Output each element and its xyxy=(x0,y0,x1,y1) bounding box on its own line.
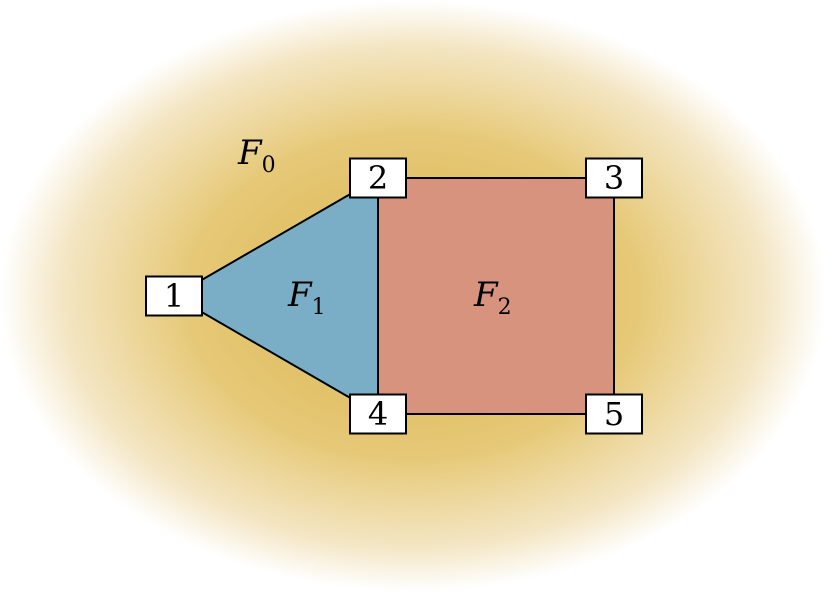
node-box xyxy=(145,275,203,317)
node-1: 1 xyxy=(145,275,203,317)
face-label-f1: F1 xyxy=(287,275,326,320)
node-label: 4 xyxy=(368,395,388,433)
node-label: 2 xyxy=(368,159,388,197)
node-2: 2 xyxy=(349,157,407,199)
node-box xyxy=(585,393,643,435)
node-label: 3 xyxy=(604,159,624,197)
face-f2 xyxy=(377,177,615,415)
node-box xyxy=(349,393,407,435)
node-label: 1 xyxy=(164,277,184,315)
node-box xyxy=(349,157,407,199)
face-label-f0: F0 xyxy=(237,133,276,178)
node-box xyxy=(585,157,643,199)
node-label: 5 xyxy=(604,395,624,433)
node-3: 3 xyxy=(585,157,643,199)
node-4: 4 xyxy=(349,393,407,435)
face-label-f2: F2 xyxy=(473,275,512,320)
node-5: 5 xyxy=(585,393,643,435)
